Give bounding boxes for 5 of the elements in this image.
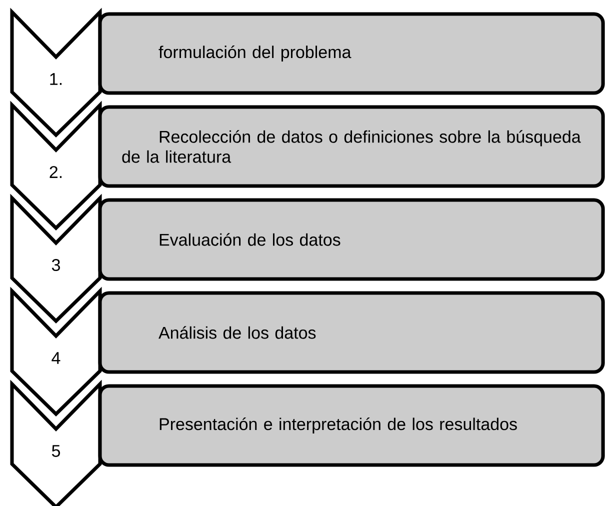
step-box: Evaluación de los datos [98, 198, 605, 281]
step-box: formulación del problema [98, 12, 605, 95]
step-box: Recolección de datos o definiciones sobre la búsqueda de la literatura [98, 105, 605, 188]
step-box: Presentación e interpretación de los resultados [98, 384, 605, 467]
step-box: Análisis de los datos [98, 291, 605, 374]
